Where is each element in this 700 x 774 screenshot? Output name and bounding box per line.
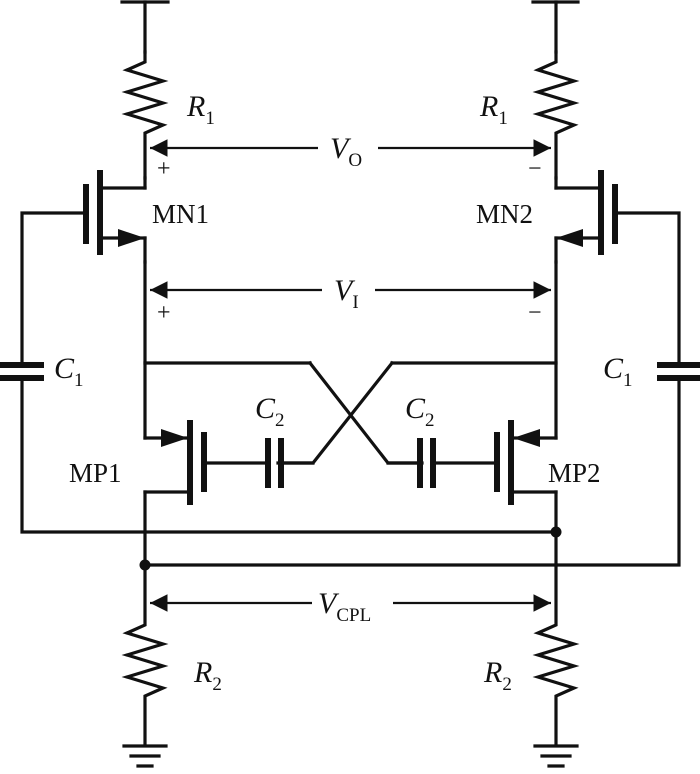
right-source-node	[390, 260, 558, 440]
svg-text:R2: R2	[483, 656, 512, 695]
resistor-r1-right	[532, 50, 580, 180]
label-mn1: MN1	[152, 199, 209, 229]
transistor-mp2	[494, 420, 558, 567]
label-mp2: MP2	[548, 458, 601, 488]
svg-text:R1: R1	[186, 90, 215, 129]
svg-text:R1: R1	[479, 90, 508, 129]
resistor-r2-left	[121, 563, 169, 747]
resistor-r1-left	[121, 50, 169, 180]
ground-symbol-right	[533, 744, 579, 768]
label-r2-left: R2	[193, 656, 222, 695]
vdd-rail-left	[120, 0, 170, 54]
vi-plus-sign: +	[157, 300, 171, 326]
vo-minus-sign: −	[528, 156, 542, 182]
cross-coupling-wires	[276, 360, 424, 465]
resistor-r2-right	[532, 563, 580, 747]
vi-minus-sign: −	[528, 300, 542, 326]
vo-plus-sign: +	[157, 156, 171, 182]
capacitor-c2-right	[386, 438, 499, 488]
label-mp1: MP1	[69, 458, 122, 488]
vi-label: VI	[334, 274, 359, 313]
transistor-mn1	[83, 170, 147, 264]
vcpl-measurement: VCPL	[150, 587, 551, 626]
svg-text:C2: C2	[405, 392, 435, 431]
junction-dot-right	[550, 526, 562, 538]
label-mn2: MN2	[476, 199, 533, 229]
capacitor-c1-left	[0, 211, 558, 534]
svg-text:R2: R2	[193, 656, 222, 695]
left-source-node	[143, 260, 312, 440]
vdd-rail-right	[531, 0, 580, 54]
capacitor-c2-left	[202, 438, 315, 488]
vo-measurement: VO	[150, 132, 551, 171]
vi-measurement: VI	[150, 274, 551, 313]
ground-symbol-left	[122, 744, 168, 768]
svg-text:C1: C1	[603, 352, 633, 391]
svg-text:C1: C1	[54, 352, 84, 391]
transistor-mn2	[554, 170, 618, 264]
vcpl-label: VCPL	[318, 587, 371, 626]
vo-label: VO	[330, 132, 362, 171]
label-c2-right: C2	[405, 392, 435, 431]
label-r2-right: R2	[483, 656, 512, 695]
label-c1-left: C1	[54, 352, 84, 391]
label-c1-right: C1	[603, 352, 633, 391]
transistor-mp1	[143, 420, 207, 567]
label-r1-left: R1	[186, 90, 215, 129]
capacitor-c1-right	[143, 211, 700, 567]
svg-text:C2: C2	[255, 392, 285, 431]
label-c2-left: C2	[255, 392, 285, 431]
label-r1-right: R1	[479, 90, 508, 129]
